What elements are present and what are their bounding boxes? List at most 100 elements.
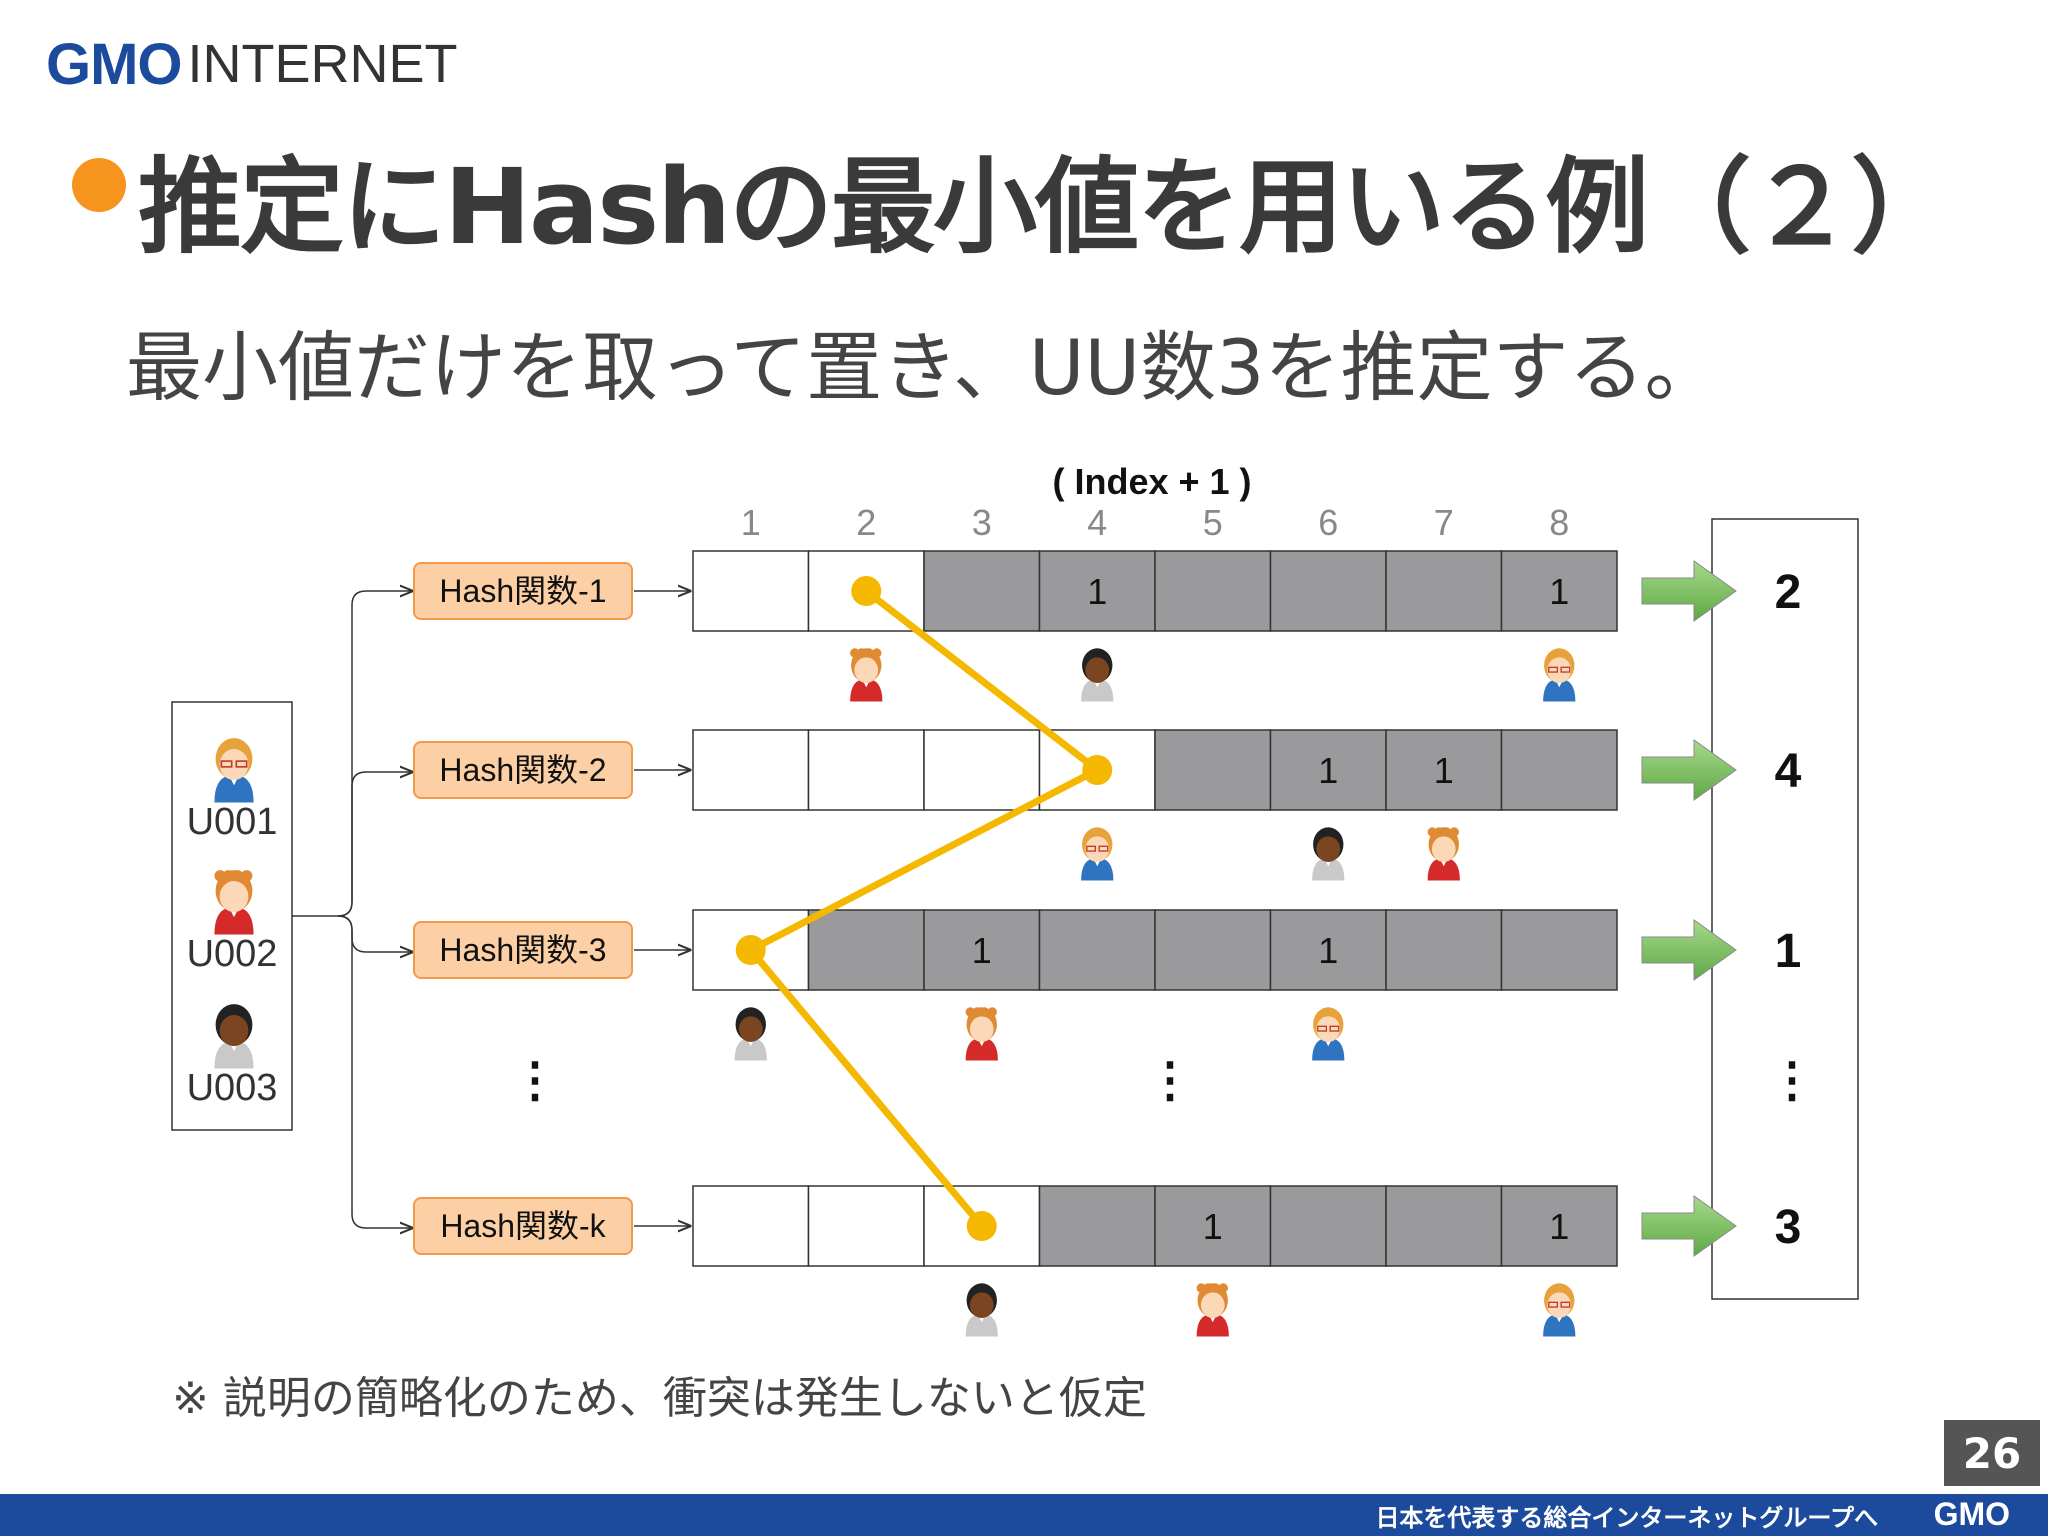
connector-line bbox=[337, 772, 412, 917]
page-number: 26 bbox=[1944, 1420, 2040, 1486]
avatar-body bbox=[1196, 1313, 1229, 1337]
avatar-curl bbox=[987, 1007, 997, 1017]
avatar-body bbox=[734, 1037, 767, 1061]
avatar-glasses bbox=[235, 760, 248, 768]
column-number: 5 bbox=[1203, 502, 1223, 543]
hash-function-label: Hash関数-k bbox=[440, 1208, 606, 1244]
hash-function-label: Hash関数-1 bbox=[439, 573, 606, 609]
column-number: 6 bbox=[1318, 502, 1338, 543]
red-shirt-user-icon bbox=[1196, 1283, 1229, 1337]
bit-value: 1 bbox=[972, 930, 992, 971]
avatar-curl bbox=[1441, 827, 1452, 837]
avatar-glasses bbox=[1329, 1025, 1340, 1032]
column-number: 8 bbox=[1549, 502, 1569, 543]
bitmap-cell bbox=[923, 729, 1041, 811]
avatar-curl bbox=[856, 648, 867, 658]
avatar-curl bbox=[864, 648, 874, 658]
bit-value: 1 bbox=[1087, 571, 1107, 612]
bitmap-cell bbox=[1500, 550, 1618, 632]
avatar-face bbox=[1085, 657, 1110, 683]
ellipsis: ⋮ bbox=[1768, 1054, 1816, 1107]
hash-function-box bbox=[413, 741, 633, 799]
avatar-face bbox=[1200, 1292, 1225, 1318]
bitmap-cell bbox=[1154, 729, 1272, 811]
title-bullet-icon bbox=[72, 158, 126, 212]
glasses-user-icon bbox=[1081, 827, 1114, 881]
bitmap-cell bbox=[807, 909, 925, 991]
hash-function-label: Hash関数-2 bbox=[439, 752, 606, 788]
avatar-curl bbox=[972, 1007, 982, 1017]
footer-tagline: 日本を代表する総合インターネットグループへ bbox=[1375, 1504, 1878, 1532]
min-marker-dot bbox=[1082, 755, 1113, 785]
bit-value: 1 bbox=[1549, 1206, 1569, 1247]
ellipsis: ⋮ bbox=[1146, 1054, 1194, 1107]
bitmap-cell bbox=[923, 909, 1041, 991]
bitmap-cell bbox=[1154, 909, 1272, 991]
slide-subtitle: 最小値だけを取って置き、UU数3を推定する。 bbox=[126, 323, 1721, 412]
bitmap-cell bbox=[692, 550, 810, 632]
hash-function-label: Hash関数-3 bbox=[439, 932, 606, 968]
avatar-face bbox=[1547, 657, 1572, 683]
avatar-face bbox=[219, 1015, 249, 1047]
avatar-body bbox=[214, 1040, 254, 1069]
avatar-curl bbox=[979, 1007, 990, 1017]
min-result-value: 3 bbox=[1775, 1201, 1802, 1254]
avatar-curl bbox=[1427, 827, 1438, 837]
red-shirt-user-icon bbox=[850, 648, 883, 702]
dark-skin-user-icon bbox=[1312, 827, 1345, 881]
bitmap-cell bbox=[1500, 729, 1618, 811]
result-arrow-icon bbox=[1641, 1195, 1737, 1257]
footer-logo: GMO bbox=[1933, 1496, 2010, 1532]
dark-skin-user-icon bbox=[965, 1283, 998, 1337]
avatar-curl bbox=[871, 648, 882, 658]
avatar-curl bbox=[240, 870, 253, 882]
connector-line bbox=[337, 591, 412, 917]
index-label: ( Index + 1 ) bbox=[1052, 461, 1251, 502]
glasses-user-icon bbox=[214, 738, 254, 803]
user-id-label: U002 bbox=[187, 933, 278, 975]
avatar-body bbox=[1081, 678, 1114, 702]
avatar-face bbox=[738, 1016, 763, 1042]
min-marker-dot bbox=[735, 935, 766, 965]
avatar-body bbox=[1312, 857, 1345, 881]
slide-title: 推定にHashの最小値を用いる例（２） bbox=[138, 146, 1955, 268]
avatar-curl bbox=[1203, 1283, 1213, 1293]
avatar-face bbox=[1547, 1292, 1572, 1318]
avatar-face bbox=[219, 749, 249, 781]
user-id-label: U001 bbox=[187, 801, 278, 843]
result-arrow-icon bbox=[1641, 560, 1737, 622]
avatar-face bbox=[1316, 1016, 1341, 1042]
bitmap-cell bbox=[1038, 909, 1156, 991]
avatar-curl bbox=[965, 1007, 976, 1017]
column-number: 3 bbox=[972, 502, 992, 543]
glasses-user-icon bbox=[1543, 648, 1576, 702]
avatar-body bbox=[1543, 678, 1576, 702]
avatar-glasses bbox=[1317, 1025, 1328, 1032]
bitmap-cell bbox=[692, 729, 810, 811]
bitmap-cell bbox=[1154, 1185, 1272, 1267]
connector-line bbox=[337, 915, 412, 1228]
bit-value: 1 bbox=[1549, 571, 1569, 612]
avatar-face bbox=[1085, 836, 1110, 862]
hash-function-box bbox=[413, 1197, 633, 1255]
avatar-glasses bbox=[1548, 666, 1559, 673]
avatar-curl bbox=[1210, 1283, 1221, 1293]
bitmap-cell bbox=[1500, 909, 1618, 991]
avatar-curl bbox=[1434, 827, 1444, 837]
avatar-glasses bbox=[1086, 845, 1097, 852]
avatar-glasses bbox=[1560, 666, 1571, 673]
bitmap-cell bbox=[1385, 729, 1503, 811]
bit-value: 1 bbox=[1203, 1206, 1223, 1247]
user-id-label: U003 bbox=[187, 1067, 278, 1109]
bitmap-cell bbox=[1038, 1185, 1156, 1267]
dark-skin-user-icon bbox=[1081, 648, 1114, 702]
bitmap-cell bbox=[692, 1185, 810, 1267]
gmo-internet-logo: GMO INTERNET bbox=[46, 32, 458, 97]
bit-value: 1 bbox=[1318, 930, 1338, 971]
footnote: ※ 説明の簡略化のため、衝突は発生しないと仮定 bbox=[172, 1373, 1147, 1424]
avatar-face bbox=[219, 881, 249, 913]
red-shirt-user-icon bbox=[965, 1007, 998, 1061]
